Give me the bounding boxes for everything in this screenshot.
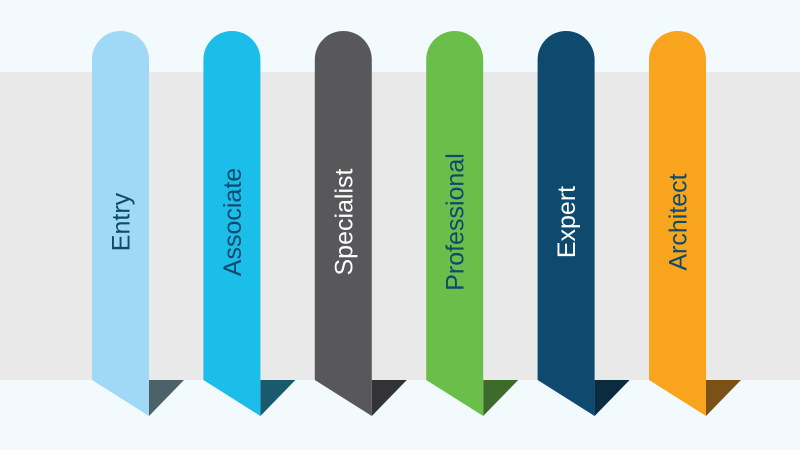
ribbon-fold — [371, 380, 407, 416]
ribbon-fold — [483, 380, 519, 416]
ribbon-fold — [260, 380, 296, 416]
ribbon-architect: Architect — [649, 30, 741, 416]
ribbon-body — [92, 30, 149, 416]
level-label: Entry — [108, 192, 136, 251]
ribbon-professional: Professional — [426, 31, 519, 416]
ribbon-expert: Expert — [537, 30, 630, 416]
ribbon-body — [649, 30, 706, 416]
level-label: Professional — [442, 153, 470, 291]
level-label: Expert — [553, 186, 581, 258]
ribbon-body — [314, 30, 372, 416]
level-label: Associate — [219, 168, 247, 276]
ribbon-fold — [594, 380, 630, 416]
ribbon-body — [426, 31, 484, 416]
ribbon-specialist: Specialist — [314, 30, 407, 416]
ribbon-fold — [149, 380, 184, 416]
level-label: Architect — [665, 173, 693, 270]
ribbon-body — [203, 30, 261, 416]
ribbon-associate: Associate — [203, 30, 296, 416]
level-label: Specialist — [330, 168, 358, 275]
ribbon-entry: Entry — [92, 30, 184, 416]
ribbon-fold — [706, 380, 741, 416]
ribbon-body — [537, 30, 595, 416]
